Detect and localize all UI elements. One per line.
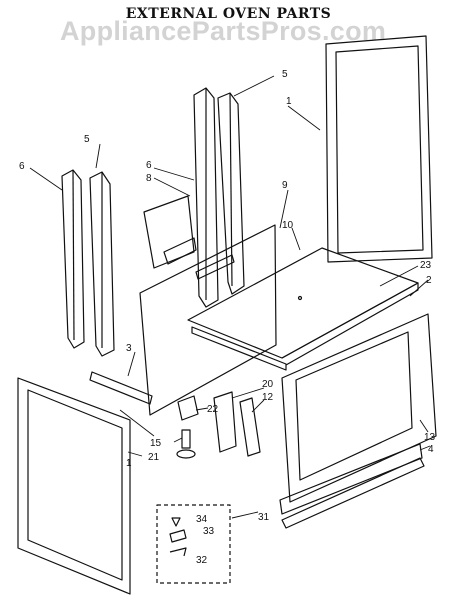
part-side-rail-left bbox=[61, 169, 115, 357]
diagram-title: EXTERNAL OVEN PARTS bbox=[125, 6, 332, 22]
callouts: 1 1 2 3 4 5 5 6 6 8 9 10 12 13 15 20 21 … bbox=[19, 69, 436, 566]
part-top-panel bbox=[187, 247, 419, 371]
part-small-brackets bbox=[177, 391, 261, 457]
callout-31: 31 bbox=[258, 512, 270, 523]
watermark-text: AppliancePartsPros.com bbox=[60, 16, 387, 46]
part-bracket-8 bbox=[143, 195, 197, 269]
callout-6-left: 6 bbox=[19, 161, 25, 172]
callout-9: 9 bbox=[282, 180, 288, 191]
callout-2: 2 bbox=[426, 275, 432, 286]
callout-4: 4 bbox=[428, 444, 434, 455]
callout-21: 21 bbox=[148, 452, 160, 463]
part-rear-panel bbox=[139, 224, 277, 416]
part-front-frame bbox=[281, 313, 437, 503]
part-leveling-leg bbox=[176, 429, 196, 459]
callout-5-right: 5 bbox=[282, 69, 288, 80]
callout-15: 15 bbox=[150, 438, 162, 449]
callout-3: 3 bbox=[126, 343, 132, 354]
callout-32: 32 bbox=[196, 555, 208, 566]
part-side-rail-center bbox=[193, 87, 245, 308]
callout-13: 13 bbox=[424, 432, 436, 443]
callout-22: 22 bbox=[207, 404, 219, 415]
callout-12: 12 bbox=[262, 392, 274, 403]
part-kick-plate bbox=[279, 443, 423, 515]
callout-6-right: 6 bbox=[146, 160, 152, 171]
leader-lines bbox=[29, 75, 431, 519]
part-bottom-trim bbox=[281, 457, 425, 529]
part-frame-lower-left bbox=[17, 377, 131, 595]
callout-33: 33 bbox=[203, 526, 215, 537]
callout-5-left: 5 bbox=[84, 134, 90, 145]
callout-34: 34 bbox=[196, 514, 208, 525]
callout-8: 8 bbox=[146, 173, 152, 184]
callout-10: 10 bbox=[282, 220, 294, 231]
part-frame-upper-right bbox=[325, 35, 433, 263]
callout-23: 23 bbox=[420, 260, 432, 271]
callout-20: 20 bbox=[262, 379, 274, 390]
part-bottom-rail bbox=[89, 371, 153, 405]
callout-1-upper: 1 bbox=[286, 96, 292, 107]
callout-1-lower: 1 bbox=[126, 458, 132, 469]
part-kit-box-31 bbox=[156, 504, 231, 584]
